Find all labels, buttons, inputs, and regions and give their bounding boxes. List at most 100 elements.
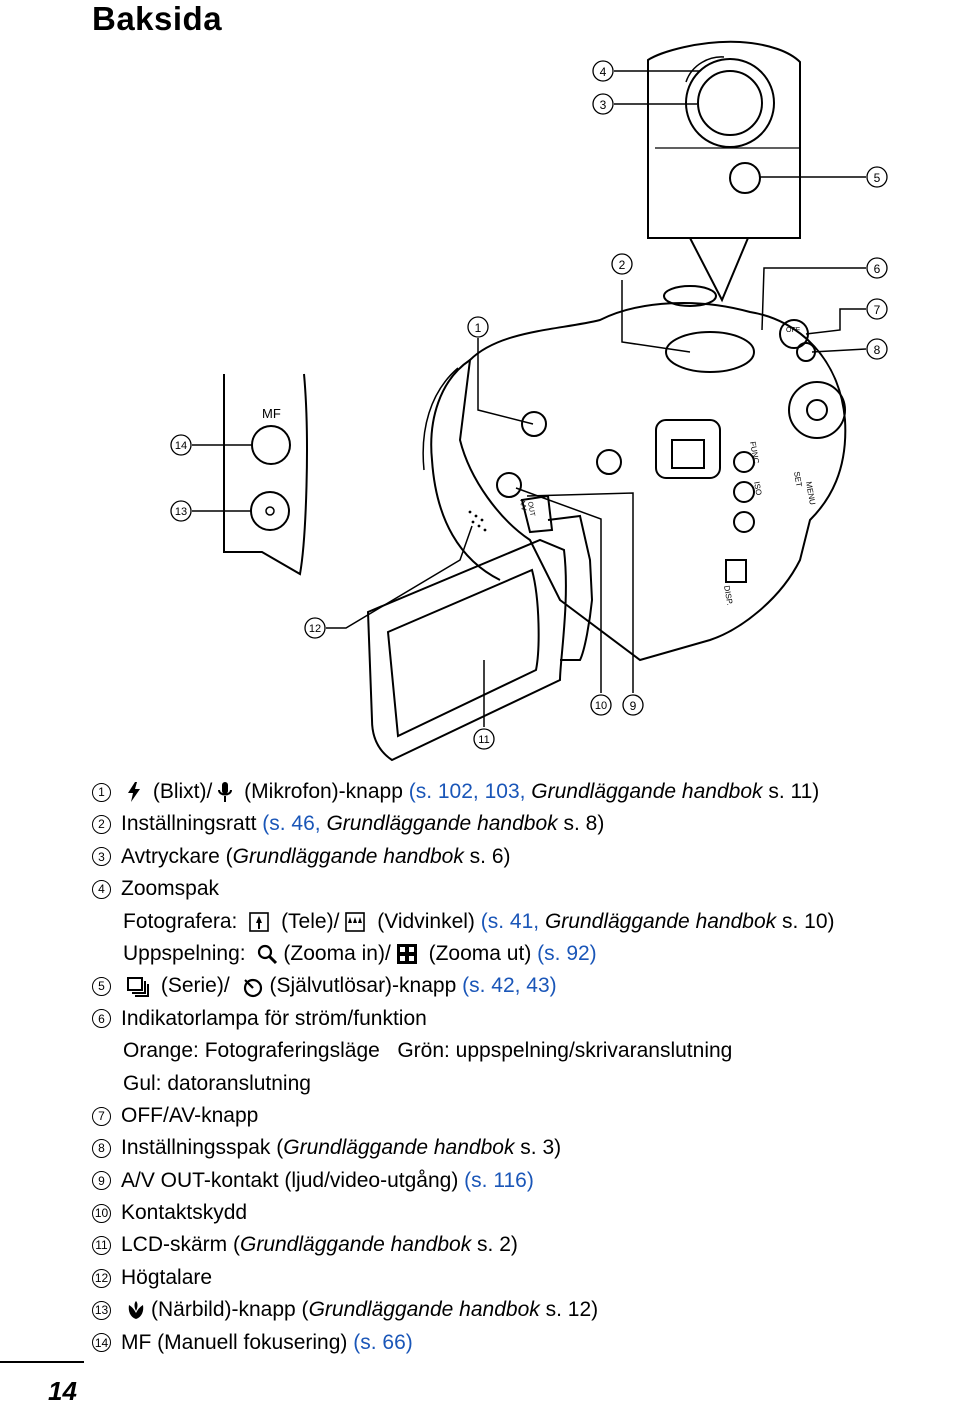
- callout-number: 8: [874, 343, 881, 357]
- legend-text: Grundläggande handbok: [544, 909, 777, 933]
- parts-legend: 1 (Blixt)/ (Mikrofon)-knapp (s. 102, 103…: [92, 776, 952, 1359]
- legend-text[interactable]: (s. 102, 103,: [408, 780, 532, 803]
- legend-text[interactable]: (s. 92): [537, 941, 597, 965]
- callout-number: 5: [874, 171, 881, 185]
- mode-dial: [665, 331, 755, 373]
- set-label: SET: [792, 471, 804, 488]
- leader-12: [326, 525, 473, 629]
- wide-icon: [344, 911, 366, 933]
- leader-2: [621, 280, 691, 353]
- legend-text: Grundläggande handbok: [308, 1298, 540, 1322]
- legend-text: Gul: datoranslutning: [123, 1071, 311, 1095]
- flash-icon: [126, 781, 142, 803]
- page-number: 14: [48, 1376, 77, 1406]
- callout-12: 12: [304, 617, 326, 639]
- legend-text: s. 12): [539, 1298, 599, 1322]
- iso-label: ISO: [752, 481, 763, 496]
- callout-4: 4: [592, 60, 614, 82]
- legend-text: Uppspelning:: [123, 941, 252, 965]
- legend-text: Zoomspak: [121, 877, 220, 901]
- leader-10: [515, 487, 602, 693]
- legend-text: Grundläggande handbok: [531, 780, 763, 803]
- func-button: [733, 451, 755, 473]
- legend-text: (Tele)/: [275, 909, 340, 933]
- callout-number: 12: [309, 623, 321, 635]
- leader-8: [811, 348, 867, 353]
- menu-label: MENU: [804, 481, 817, 506]
- legend-text: LCD-skärm (: [121, 1233, 240, 1257]
- legend-text[interactable]: (s. 46,: [262, 812, 327, 836]
- iso-button: [733, 481, 755, 503]
- legend-row: 5 (Serie)/ (Självutlösar)-knapp (s. 42, …: [92, 970, 952, 1002]
- out-label: OUT: [526, 501, 536, 517]
- legend-text: MF (Manuell fokusering): [121, 1330, 354, 1354]
- legend-text: Grundläggande handbok: [283, 1136, 515, 1160]
- legend-number: 1: [92, 782, 111, 802]
- legend-row: Gul: datoranslutning: [92, 1068, 952, 1100]
- legend-number: 8: [92, 1138, 111, 1158]
- legend-text: (Vidvinkel): [371, 909, 481, 933]
- legend-text: Orange: Fotograferingsläge Grön: uppspel…: [123, 1039, 733, 1063]
- leader-7: [805, 308, 866, 335]
- callout-number: 1: [475, 321, 482, 335]
- legend-number: 10: [92, 1203, 111, 1223]
- legend-text: (Blixt)/: [147, 780, 213, 803]
- legend-row: 1 (Blixt)/ (Mikrofon)-knapp (s. 102, 103…: [92, 776, 952, 808]
- camera-body: [458, 302, 847, 662]
- callout-number: 9: [630, 699, 637, 713]
- legend-text: (Zooma ut): [422, 941, 538, 965]
- callout-3: 3: [592, 93, 614, 115]
- legend-text: Inställningsratt: [121, 812, 263, 836]
- callout-number: 10: [595, 700, 607, 712]
- legend-text: Avtryckare (: [121, 844, 233, 868]
- callout-1: 1: [467, 316, 489, 338]
- continuous-selftimer-button: [729, 162, 761, 194]
- speaker-grille: [468, 510, 487, 532]
- tele-icon: [248, 911, 270, 933]
- legend-text: A/V OUT-kontakt (ljud/video-utgång): [121, 1168, 465, 1192]
- legend-row: Orange: Fotograferingsläge Grön: uppspel…: [92, 1035, 952, 1067]
- legend-text: s. 6): [463, 844, 511, 868]
- callout-number: 3: [600, 98, 607, 112]
- zoom-lever-ring: [685, 58, 775, 148]
- legend-text[interactable]: (s. 42, 43): [462, 974, 557, 998]
- legend-text[interactable]: (s. 41,: [480, 909, 545, 933]
- legend-text: (Närbild)-knapp (: [151, 1298, 309, 1322]
- legend-text: Grundläggande handbok: [232, 844, 464, 868]
- legend-text[interactable]: (s. 116): [464, 1168, 534, 1192]
- print-button: [733, 511, 755, 533]
- legend-row: 8 Inställningsspak (Grundläggande handbok…: [92, 1132, 952, 1164]
- mf-button: [251, 425, 291, 465]
- legend-row: 10 Kontaktskydd: [92, 1197, 952, 1229]
- legend-text: Indikatorlampa för ström/funktion: [121, 1006, 427, 1030]
- callout-number: 13: [175, 506, 187, 518]
- legend-text: Kontaktskydd: [121, 1201, 248, 1225]
- legend-text: Inställningsspak (: [121, 1136, 284, 1160]
- callout-number: 2: [619, 258, 626, 272]
- legend-text: (Zooma in)/: [283, 941, 391, 965]
- legend-text[interactable]: (s. 66): [353, 1330, 413, 1354]
- continuous-icon: [126, 976, 150, 998]
- legend-row: 14 MF (Manuell fokusering) (s. 66): [92, 1327, 952, 1359]
- index-icon: [396, 943, 418, 965]
- macro-icon: [126, 1299, 146, 1321]
- legend-number: 14: [92, 1333, 111, 1353]
- legend-text: Fotografera:: [123, 909, 244, 933]
- microphone-icon: [217, 781, 233, 803]
- legend-number: 5: [92, 977, 111, 997]
- legend-number: 11: [92, 1236, 111, 1256]
- callout-7: 7: [866, 298, 888, 320]
- legend-text: (Självutlösar)-knapp: [269, 974, 463, 998]
- disp-button: [725, 559, 747, 583]
- macro-button: [250, 491, 290, 531]
- legend-text: s. 3): [514, 1136, 562, 1160]
- off-label: OFF: [786, 327, 800, 334]
- lcd-hinge: [547, 514, 594, 661]
- page-rule: [0, 1361, 84, 1363]
